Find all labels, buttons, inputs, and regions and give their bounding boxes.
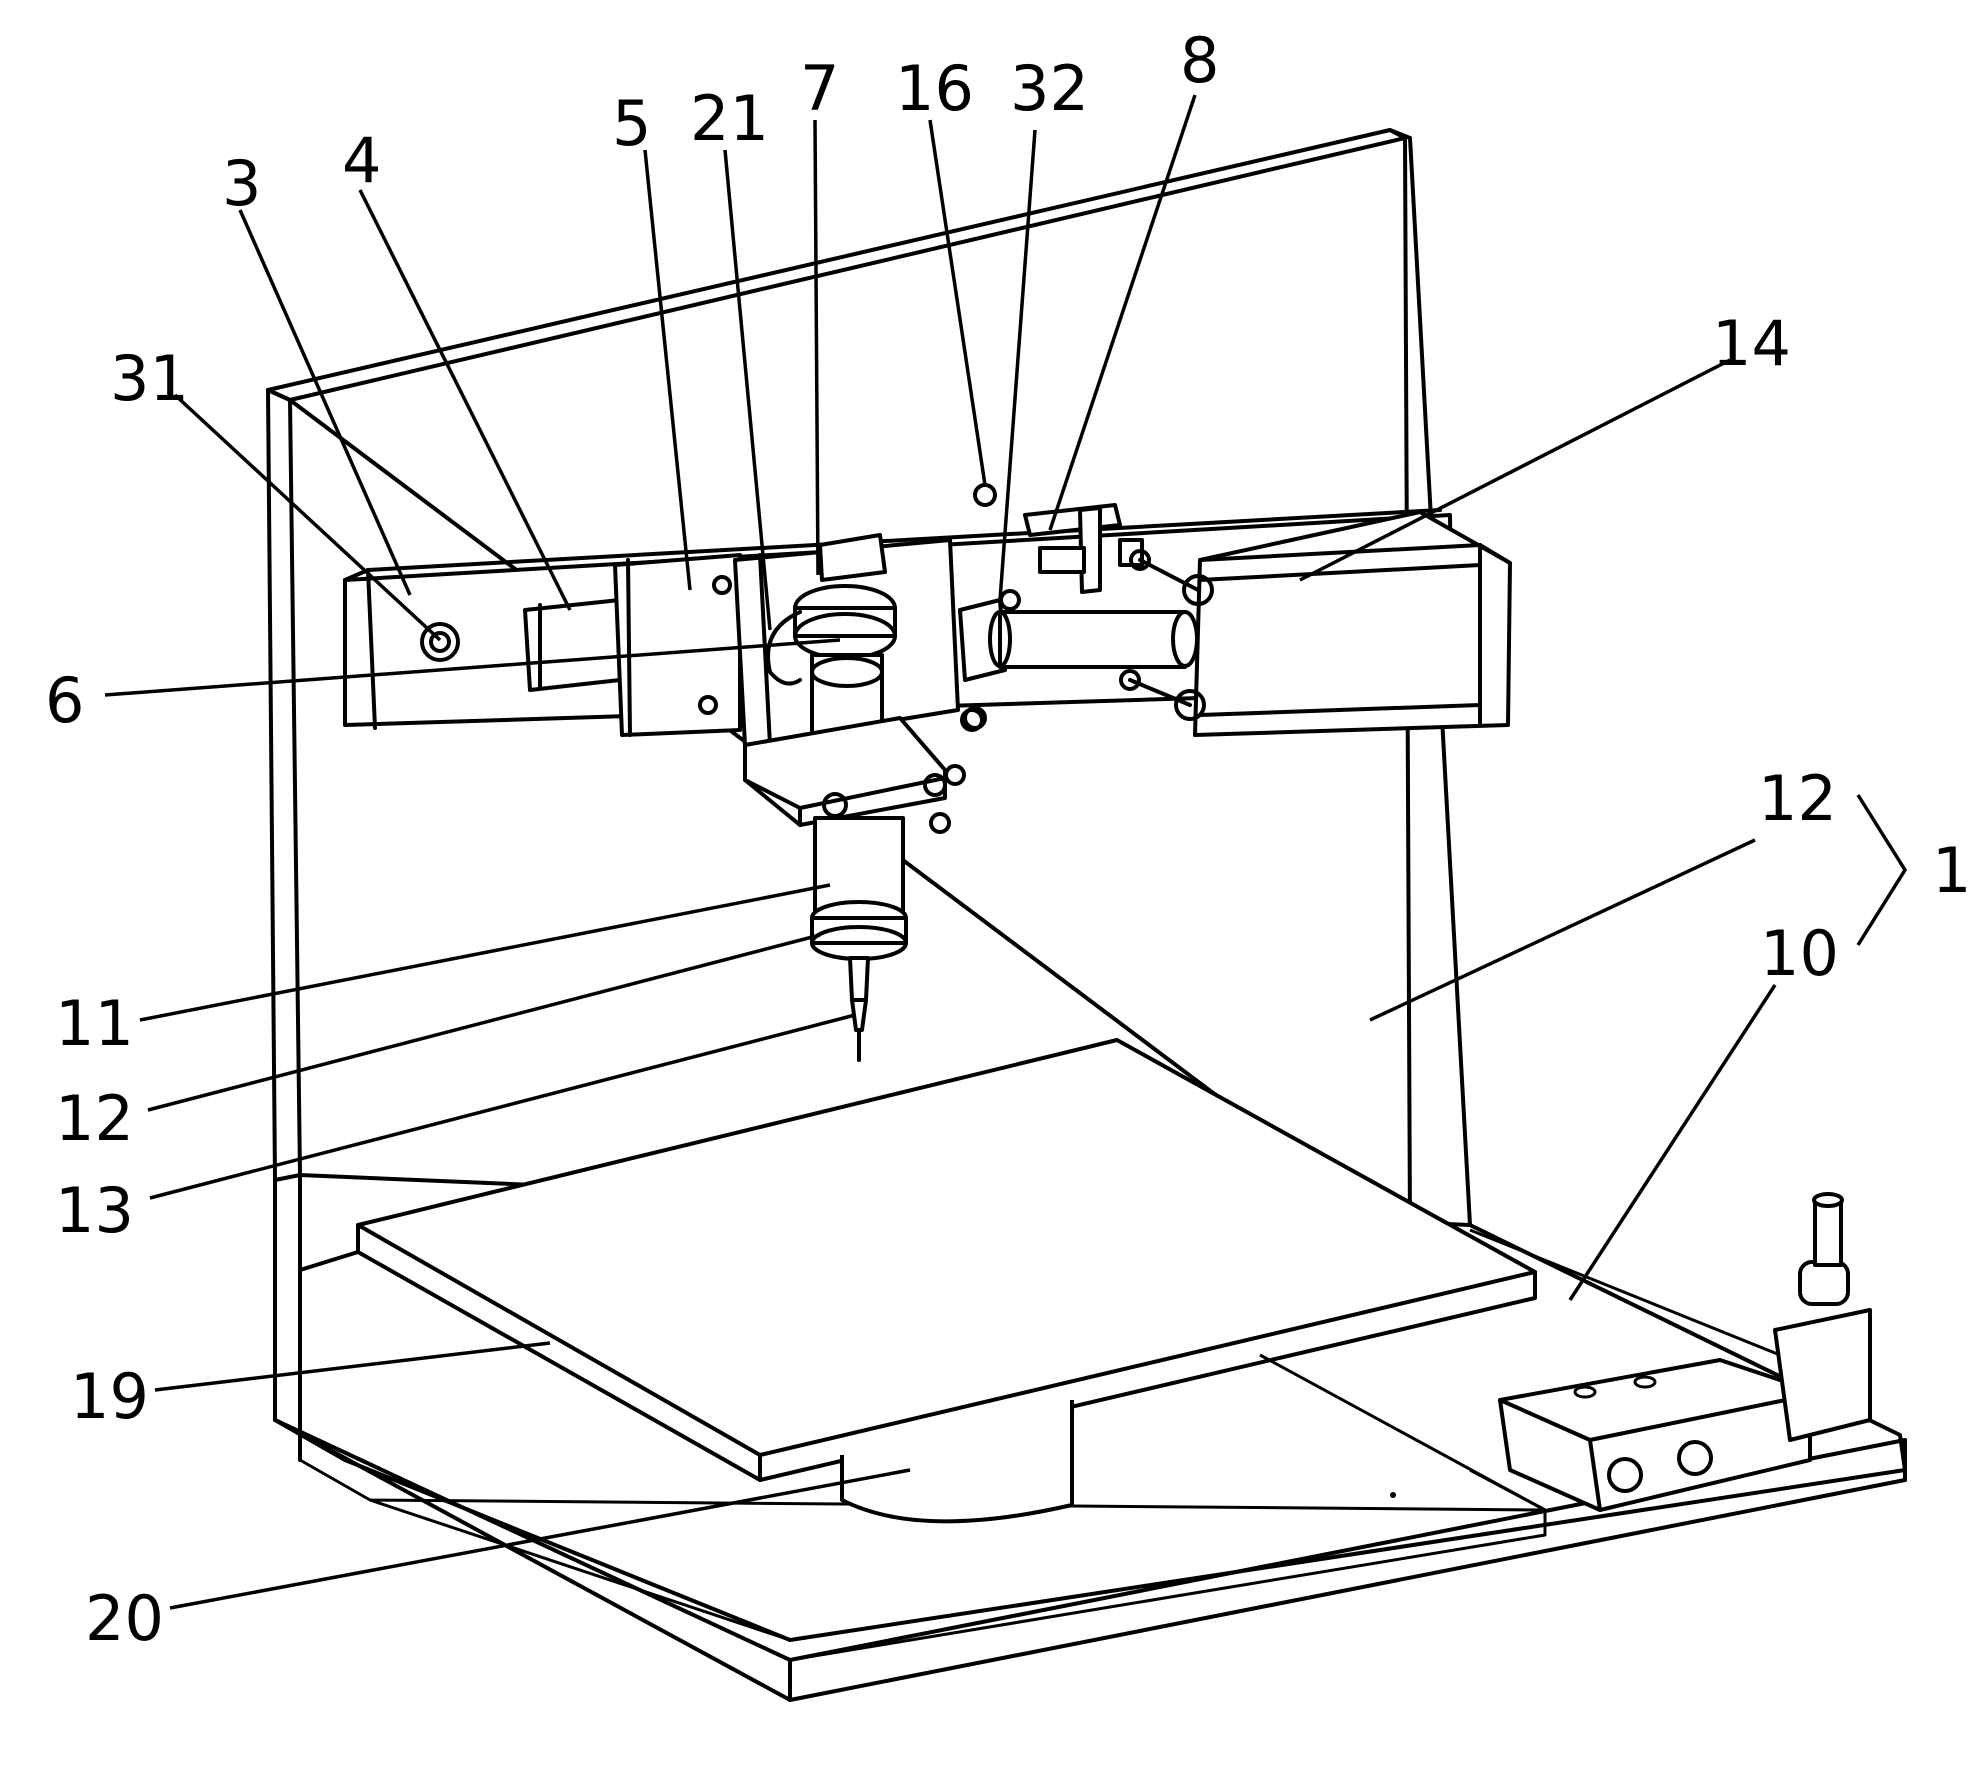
- lower-collar: [743, 708, 984, 834]
- leader-lines: [104, 94, 1908, 1610]
- label-7: 7: [800, 52, 839, 125]
- clamp-block: [1469, 1192, 1872, 1512]
- carriage-5: [613, 553, 742, 737]
- label-6: 6: [45, 664, 84, 737]
- label-12-left: 12: [55, 1082, 134, 1155]
- label-11: 11: [55, 987, 134, 1060]
- needle-13: [848, 956, 870, 1062]
- bracket-21: [733, 533, 960, 747]
- label-14: 14: [1712, 307, 1791, 380]
- label-20: 20: [85, 1582, 164, 1655]
- label-12-top: 12: [1758, 762, 1837, 835]
- label-16: 16: [895, 52, 974, 125]
- stop-8: [973, 483, 1144, 594]
- label-5: 5: [612, 87, 651, 160]
- rotary-base: [840, 1400, 1074, 1524]
- label-13: 13: [55, 1174, 134, 1247]
- label-3: 3: [222, 147, 261, 220]
- label-4: 4: [342, 124, 381, 197]
- label-10: 10: [1760, 917, 1839, 990]
- label-32: 32: [1010, 52, 1089, 125]
- label-19: 19: [70, 1360, 149, 1433]
- label-21: 21: [690, 82, 769, 155]
- label-1: 1: [1932, 834, 1971, 907]
- slider-4: [523, 598, 622, 692]
- syringe-11: [810, 816, 908, 961]
- label-8: 8: [1180, 24, 1219, 97]
- label-31: 31: [110, 342, 189, 415]
- base-dot: [1390, 1492, 1396, 1498]
- air-cylinder-14: [1119, 510, 1512, 737]
- work-table: [298, 1038, 1546, 1512]
- reference-numerals: 31 3 4 5 21 7 16 32 8 14 6 12 1 10 11 12…: [45, 24, 1971, 1655]
